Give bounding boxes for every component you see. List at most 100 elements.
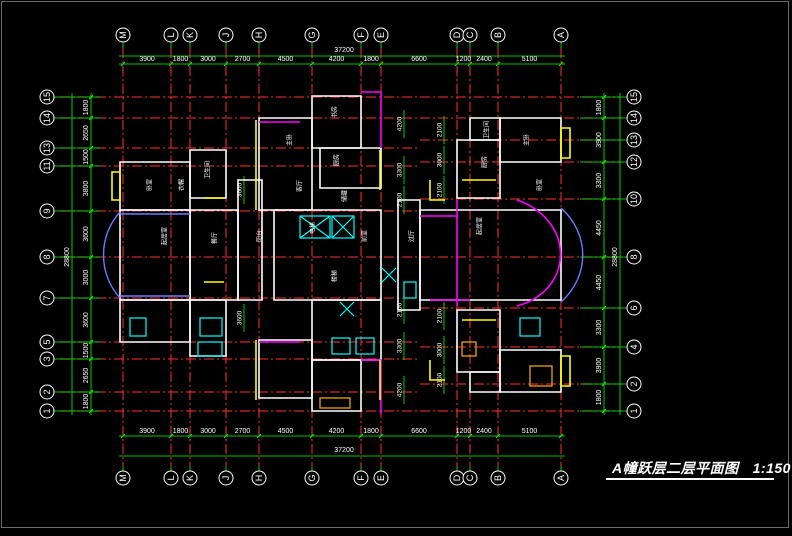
dim-right-label-2: 3300 <box>596 173 603 189</box>
dim-top-tick-4 <box>256 61 262 67</box>
axis-bubble-row-right-4 <box>626 339 642 355</box>
axis-bubble-row-right-13 <box>626 132 642 148</box>
room-label-r8: 餐厅 <box>211 232 219 244</box>
axis-bubble-col-J-top <box>218 27 234 43</box>
dim-right-label-5: 3300 <box>596 320 603 336</box>
axis-label-row-left-15: 15 <box>42 92 52 102</box>
room-label-r12: 前室 <box>361 230 369 242</box>
axis-lines <box>60 48 620 466</box>
axis-label-row-right-4: 4 <box>629 344 639 349</box>
axis-label-col-E: E <box>376 32 386 38</box>
title-text: A幢跃层二层平面图 <box>612 460 739 476</box>
dim-inner-label-d: 3600 <box>237 182 244 197</box>
axis-label-col-M: M <box>118 31 128 39</box>
dim-inner-label-k: 2100 <box>437 182 444 197</box>
dim-inner-label-l: 2100 <box>437 308 444 323</box>
axis-label-col-D: D <box>452 474 462 481</box>
room-label-r7: 客厅 <box>296 180 304 192</box>
dim-inner-label-b: 3300 <box>397 162 404 177</box>
dim-top-label-1: 1800 <box>173 56 189 63</box>
axis-label-col-C: C <box>465 31 475 38</box>
axis-label-row-left-3: 3 <box>42 356 52 361</box>
room-label-r4: 衣帽 <box>178 179 186 191</box>
room-label-r9: 厨房 <box>333 154 341 166</box>
dim-right-label-6: 3900 <box>596 358 603 374</box>
dim-bottom-label-10: 5100 <box>522 428 538 435</box>
axis-bubble-row-left-5 <box>39 334 55 350</box>
axis-bubble-col-C-bottom <box>462 470 478 486</box>
axis-label-row-left-1: 1 <box>42 408 52 413</box>
axis-bubble-row-left-7 <box>39 290 55 306</box>
dim-top-label-5: 4200 <box>329 56 345 63</box>
dim-top-total: 37200 <box>334 47 354 54</box>
axis-label-row-left-9: 9 <box>42 208 52 213</box>
axis-label-row-left-5: 5 <box>42 339 52 344</box>
axis-label-row-right-10: 10 <box>629 194 639 204</box>
dim-left-label-0: 1800 <box>83 100 90 116</box>
room-label-r5: 起居室 <box>161 227 169 245</box>
axis-label-col-H: H <box>254 475 264 482</box>
axis-bubble-row-left-1 <box>39 403 55 419</box>
dim-left-tick-0 <box>88 94 94 100</box>
dim-right-tick-1 <box>601 115 607 121</box>
dim-inner-label-j: 3000 <box>437 152 444 167</box>
dim-bottom-label-4: 4500 <box>278 428 294 435</box>
yellow-outlines <box>111 120 571 400</box>
room-label-r16: 卧室 <box>536 179 544 191</box>
axis-bubble-row-right-10 <box>626 191 642 207</box>
dim-inner-label-f: 3300 <box>397 338 404 353</box>
dim-top-tick-6 <box>358 61 364 67</box>
dim-left-tick-5 <box>88 254 94 260</box>
magenta-outlines <box>259 91 562 414</box>
axis-bubble-row-left-8 <box>39 249 55 265</box>
dim-left-tick-4 <box>88 208 94 214</box>
room-label-r15: 过厅 <box>408 230 416 242</box>
dim-bottom-tick-9 <box>467 433 473 439</box>
dim-left-label-9: 1800 <box>83 394 90 410</box>
axis-label-col-L: L <box>166 32 176 37</box>
axis-label-col-G: G <box>307 31 317 38</box>
dim-left-label-7: 1500 <box>83 343 90 359</box>
dim-top-tick-10 <box>495 61 501 67</box>
axis-label-row-left-2: 2 <box>42 389 52 394</box>
dim-right-tick-4 <box>601 254 607 260</box>
axis-label-col-F: F <box>356 32 366 38</box>
dim-top-label-8: 1200 <box>456 56 472 63</box>
axis-bubble-col-F-bottom <box>353 470 369 486</box>
dim-inner-label-m: 3000 <box>437 342 444 357</box>
dim-bottom-label-9: 2400 <box>476 428 492 435</box>
dim-right-tick-0 <box>601 94 607 100</box>
dim-bottom-tick-5 <box>309 433 315 439</box>
dim-top-tick-8 <box>454 61 460 67</box>
axis-label-row-right-15: 15 <box>629 92 639 102</box>
building-walls <box>119 95 562 412</box>
dim-top-label-10: 5100 <box>522 56 538 63</box>
dim-bottom-tick-4 <box>256 433 262 439</box>
dim-inner-label-h: 3600 <box>237 310 244 325</box>
room-label-r11: 电梯 <box>309 222 317 234</box>
dim-left-label-6: 3600 <box>83 312 90 328</box>
axis-bubble-col-K-top <box>182 27 198 43</box>
dim-right-tick-7 <box>601 381 607 387</box>
dim-bottom-label-5: 4200 <box>329 428 345 435</box>
axis-label-row-right-8: 8 <box>629 254 639 259</box>
dim-top-label-6: 1800 <box>363 56 379 63</box>
axis-label-col-J: J <box>221 33 231 38</box>
dim-right-total: 28800 <box>612 247 619 267</box>
dim-top-label-4: 4500 <box>278 56 294 63</box>
dim-bottom-tick-1 <box>168 433 174 439</box>
axis-label-col-C: C <box>465 474 475 481</box>
dim-inner-label-g: 4200 <box>397 382 404 397</box>
axis-bubble-row-right-8 <box>626 249 642 265</box>
dim-left-tick-9 <box>88 389 94 395</box>
axis-bubble-row-right-6 <box>626 300 642 316</box>
room-label-r13: 楼梯 <box>331 270 339 282</box>
axis-label-row-left-11: 11 <box>42 161 52 170</box>
axis-bubble-row-left-15 <box>39 89 55 105</box>
dim-bottom-tick-2 <box>187 433 193 439</box>
axis-bubble-col-E-top <box>373 27 389 43</box>
axis-bubble-col-A-bottom <box>553 470 569 486</box>
dim-bottom-total: 37200 <box>334 447 354 454</box>
